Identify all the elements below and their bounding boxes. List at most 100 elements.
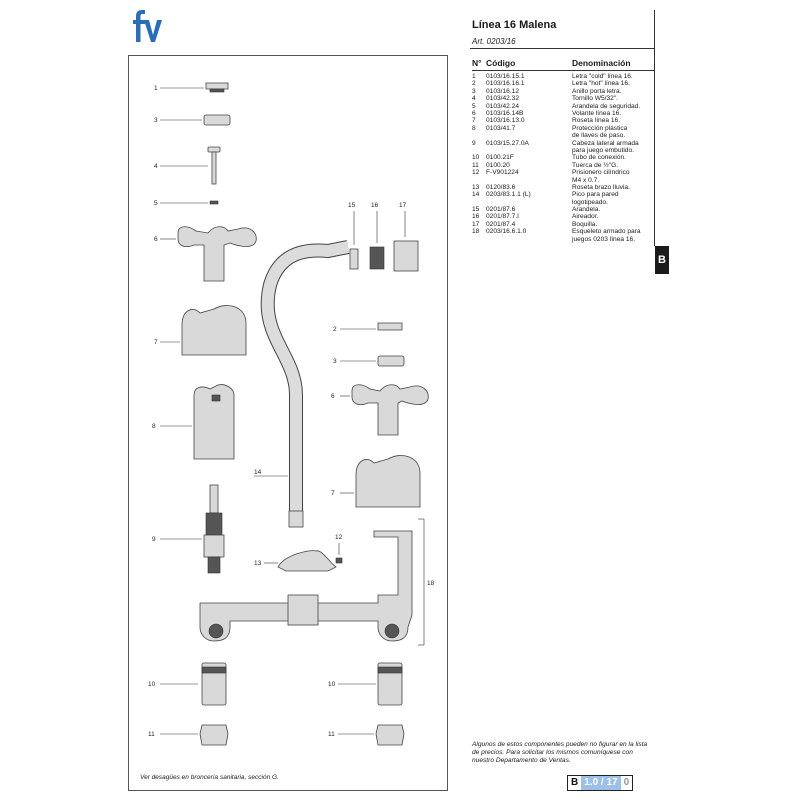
row-number: 10	[472, 154, 480, 162]
row-name: Letra "cold" línea 16.	[572, 73, 654, 80]
row-name-line: Esqueleto armado para	[572, 228, 641, 236]
rosette-part	[181, 305, 247, 356]
washer-part	[209, 200, 219, 205]
row-number: 7	[472, 117, 476, 125]
row-name: Boquilla.	[572, 221, 654, 228]
row-name: Anillo porta letra.	[572, 88, 654, 95]
row-name-line: Letra "hot" línea 16.	[572, 80, 630, 88]
page-subnumber: 0	[620, 776, 633, 790]
header-name: Denominación	[572, 58, 631, 68]
exploded-diagram: 1 3 4 5 6 7 8 9 10 11	[128, 55, 448, 791]
row-number: 14	[472, 191, 480, 199]
set-screw-part	[335, 557, 343, 564]
row-name-line: Cabeza lateral armada	[572, 139, 639, 147]
row-code: 0103/42.32	[486, 95, 520, 103]
row-name-line: Arandela.	[572, 206, 601, 214]
letter-hot-part	[377, 322, 403, 331]
row-number: 8	[472, 124, 476, 132]
row-name-line: Pico para pared	[572, 191, 619, 199]
label-18: 18	[427, 580, 435, 587]
label-6b: 6	[331, 393, 335, 400]
article-number: Art. 0203/16	[472, 37, 516, 46]
page-number: 1.0 / 17	[581, 776, 621, 790]
row-number: 13	[472, 183, 480, 191]
page-title: Línea 16 Malena	[472, 19, 557, 31]
row-number: 9	[472, 139, 476, 147]
row-name: Tuerca de ½"G.	[572, 162, 654, 169]
row-number: 12	[472, 169, 480, 177]
row-name-line: Anillo porta letra.	[572, 87, 622, 95]
connection-tube-2-part	[377, 662, 403, 706]
row-code: 0120/83.6	[486, 183, 516, 191]
table-row: 7 0103/16.13.0 Roseta línea 16.	[472, 117, 654, 124]
row-name: Arandela de seguridad.	[572, 103, 654, 110]
row-code: 0103/41.7	[486, 124, 516, 132]
row-name: Letra "hot" línea 16.	[572, 80, 654, 87]
header-code: Código	[486, 58, 516, 68]
row-number: 15	[472, 206, 480, 214]
row-name-line: Protección plástica	[572, 124, 628, 132]
label-5: 5	[154, 200, 158, 207]
row-code: 0103/42.24	[486, 102, 520, 110]
label-3b: 3	[333, 358, 337, 365]
label-4: 4	[154, 163, 158, 170]
diagram-drawing: 1 3 4 5 6 7 8 9 10 11	[148, 82, 435, 746]
row-name-line: para juego embutido.	[572, 146, 634, 154]
label-11a: 11	[148, 731, 155, 738]
row-number: 3	[472, 87, 476, 95]
row-number: 1	[472, 73, 476, 80]
label-12: 12	[335, 534, 343, 541]
nut-2-part	[375, 724, 405, 746]
row-name-line: logotipeado.	[572, 198, 608, 206]
table-row: 15 0201/87.6 Arandela.	[472, 206, 654, 213]
header-number: N°	[472, 58, 482, 68]
label-10b: 10	[328, 681, 336, 688]
letter-cold-part	[205, 82, 229, 90]
row-name: Roseta brazo lluvia.	[572, 184, 654, 191]
row-code: 0103/16.13.0	[486, 117, 525, 125]
skeleton-part	[199, 530, 413, 642]
screw-part	[207, 146, 221, 153]
row-name-line: Volante línea 16.	[572, 109, 622, 117]
label-13: 13	[254, 560, 262, 567]
row-name: Roseta línea 16.	[572, 117, 654, 124]
row-code: 0201/87.6	[486, 206, 516, 214]
label-15: 15	[348, 202, 356, 209]
row-name-line: Roseta línea 16.	[572, 117, 621, 125]
row-number: 16	[472, 213, 480, 221]
nut-part	[199, 724, 229, 746]
row-name: Tubo de conexión.	[572, 154, 654, 161]
row-name-line: Aireador.	[572, 213, 599, 221]
row-name-line: Tornillo W5/32".	[572, 95, 618, 103]
sales-note: Algunos de estos componentes pueden no f…	[472, 741, 648, 764]
row-name-line: Tubo de conexión.	[572, 154, 627, 162]
row-name-line: Roseta brazo lluvia.	[572, 183, 630, 191]
nozzle-part	[393, 240, 419, 272]
page-section: B	[568, 776, 582, 790]
label-8: 8	[152, 423, 156, 430]
row-name-line: Tuerca de ½"G.	[572, 161, 619, 169]
label-7a: 7	[154, 339, 158, 346]
letter-ring-part	[203, 114, 231, 126]
row-code: F-V901224	[486, 169, 519, 177]
row-number: 4	[472, 95, 476, 103]
handle-part	[177, 226, 257, 282]
table-row: 13 0120/83.6 Roseta brazo lluvia.	[472, 184, 654, 191]
row-code: 0201/87.4	[486, 220, 516, 228]
rosette-13-part	[277, 550, 337, 572]
diagram-frame	[128, 55, 448, 791]
